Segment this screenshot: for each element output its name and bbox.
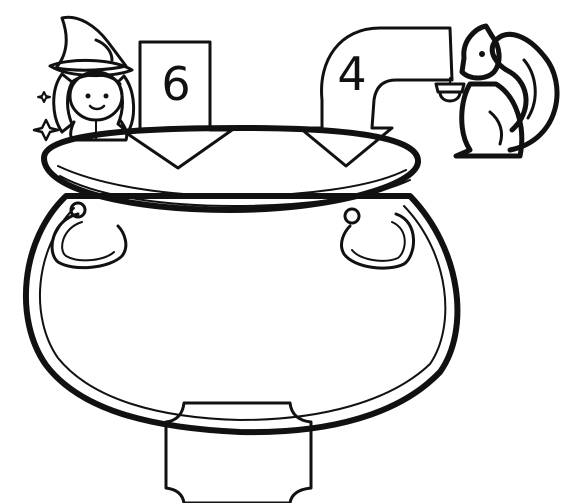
addend-right: 4 — [337, 47, 366, 101]
cauldron-handle-left — [52, 203, 126, 268]
addend-left: 6 — [161, 57, 190, 111]
cauldron-handle-right — [342, 209, 414, 268]
cauldron-icon — [26, 128, 457, 432]
squirrel-icon — [456, 26, 557, 156]
arrow-down-icon: 6 — [122, 42, 232, 168]
witch-icon — [50, 17, 134, 140]
curved-arrow-icon: 4 — [300, 28, 452, 166]
